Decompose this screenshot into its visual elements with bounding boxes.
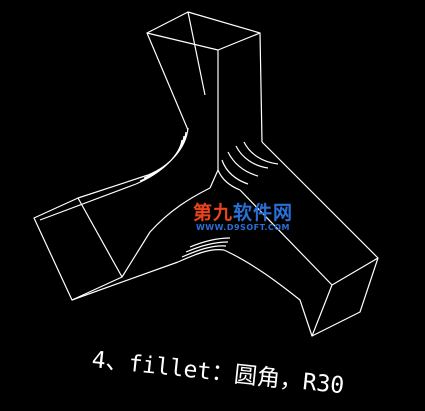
arm-edge (39, 183, 137, 221)
arm-edge (77, 174, 149, 199)
top-arm-edge (146, 32, 189, 131)
arm-edge (71, 261, 179, 301)
arm-edge (121, 187, 211, 278)
fillet-surface (177, 237, 231, 263)
fillet-surface (217, 141, 279, 191)
left-arm-end-face (33, 197, 123, 301)
top-arm-end-face (146, 11, 261, 51)
fillet-surface (135, 127, 189, 185)
arm-edge (223, 249, 313, 337)
arm-edge (261, 141, 379, 259)
top-arm-edge (187, 11, 206, 96)
arm-edge (209, 169, 219, 189)
right-arm-end-face (311, 257, 379, 337)
top-arm-edge (259, 32, 263, 143)
arm-edge (239, 189, 333, 286)
